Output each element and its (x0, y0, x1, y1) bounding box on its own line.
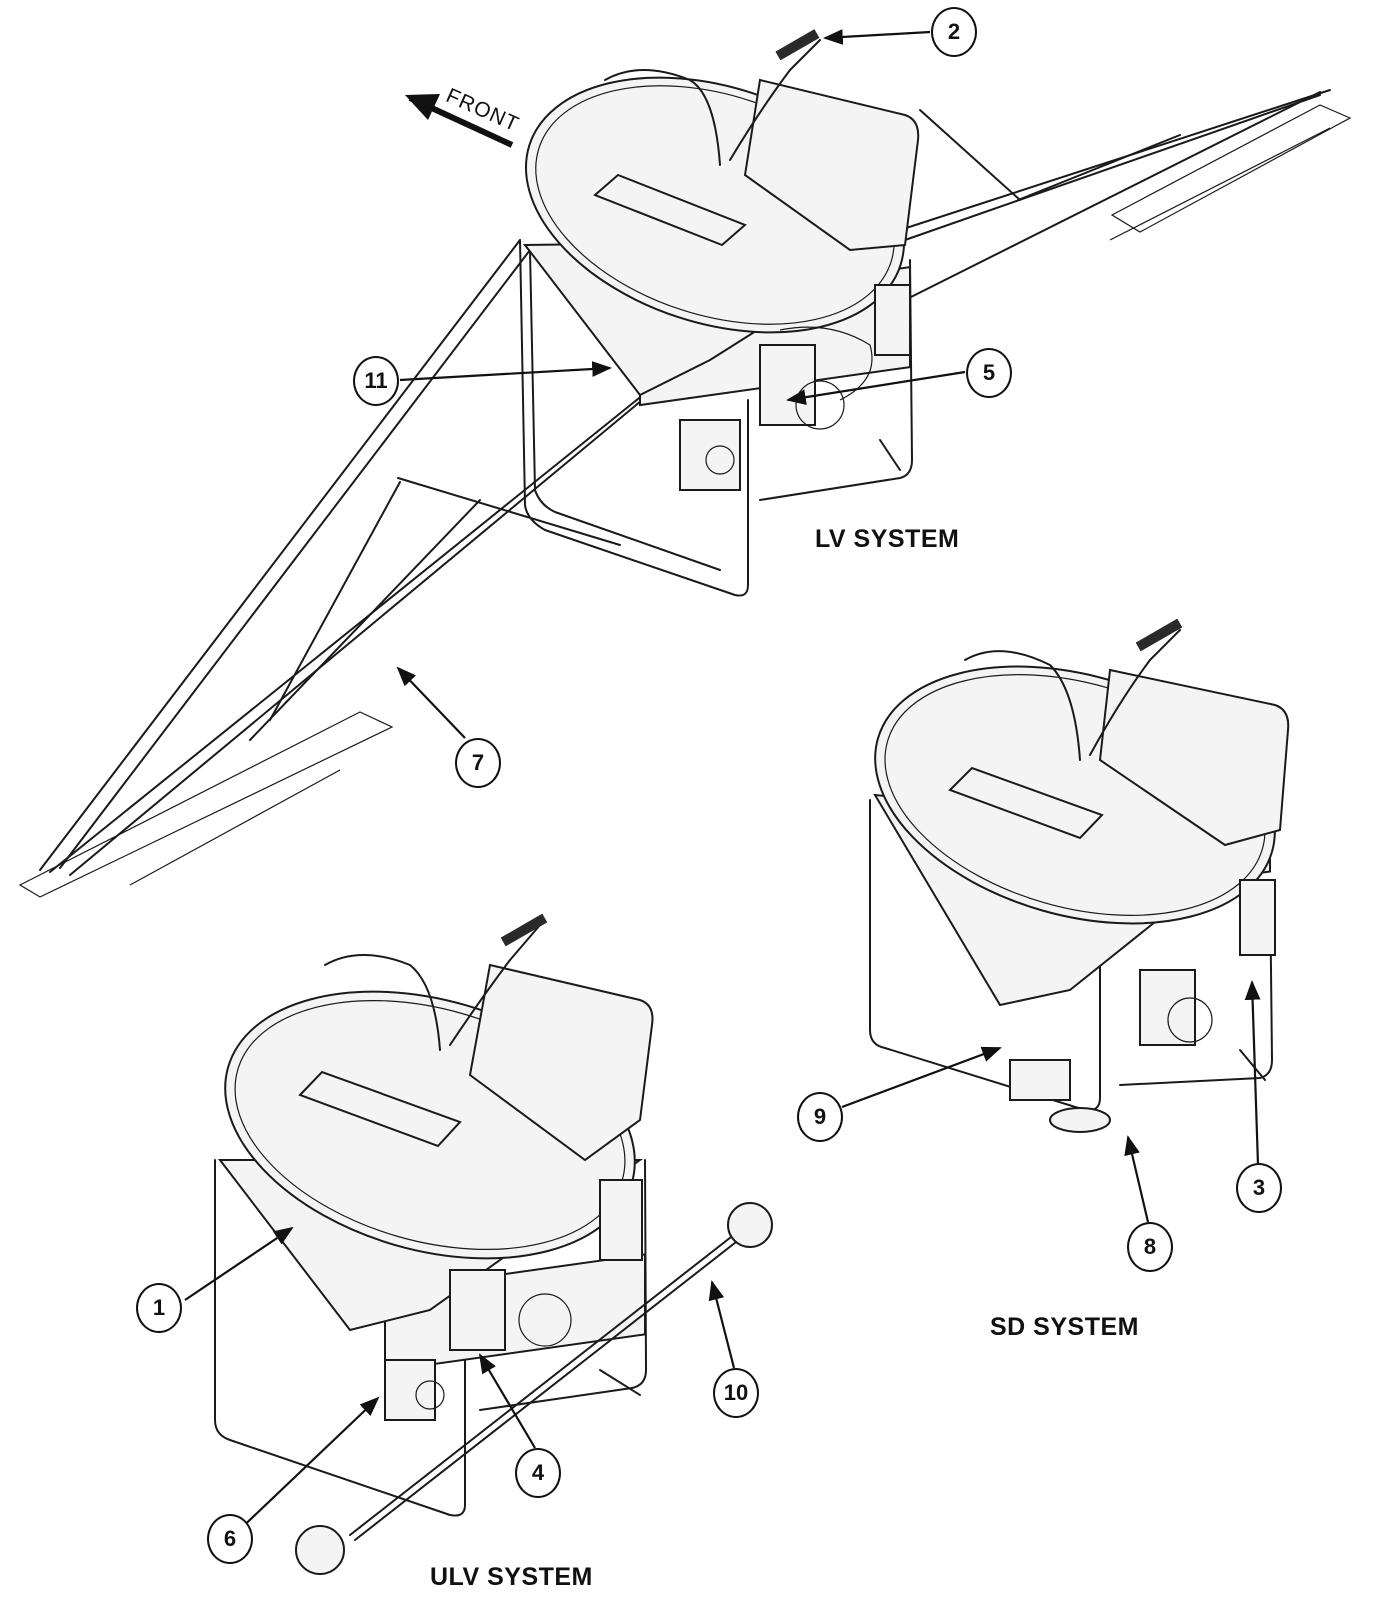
front-arrow (405, 94, 514, 148)
ulv-splash-shield (468, 963, 654, 1162)
callout-1: 1 (136, 1283, 182, 1333)
lv-splash-shield (743, 78, 920, 252)
callout-9: 9 (797, 1092, 843, 1142)
ulv-system-drawing (214, 913, 773, 1575)
callout-10: 10 (713, 1368, 759, 1418)
callout-5: 5 (966, 348, 1012, 398)
callout-4: 4 (515, 1448, 561, 1498)
ulv-nozzle-left (295, 1525, 345, 1575)
ulv-nozzle-right (727, 1202, 773, 1248)
callout-6: 6 (207, 1514, 253, 1564)
lv-boom-arms (39, 89, 1331, 886)
ulv-lid-hatch (298, 1070, 462, 1148)
lv-right-boom-plate (1110, 104, 1352, 233)
ulv-frame-left (214, 1159, 466, 1517)
ulv-nozzle-bar (349, 1229, 741, 1536)
lv-engine-cluster (679, 284, 911, 491)
sd-spreader (1009, 1059, 1071, 1101)
sd-lid-hatch (948, 766, 1104, 840)
lv-left-boom-plate (18, 711, 394, 898)
sd-frame-left (869, 799, 1101, 1112)
callout-7: 7 (455, 738, 501, 788)
lv-system-drawing (18, 29, 1352, 898)
callout-11: 11 (353, 356, 399, 406)
ulv-system-label: ULV SYSTEM (430, 1563, 593, 1591)
sd-system-label: SD SYSTEM (990, 1313, 1139, 1341)
lv-system-label: LV SYSTEM (815, 525, 960, 553)
leader-lines (184, 29, 1261, 1536)
callout-3: 3 (1236, 1163, 1282, 1213)
lv-lid-hatch (593, 173, 747, 247)
callout-8: 8 (1127, 1222, 1173, 1272)
sd-splash-shield (1098, 668, 1290, 847)
lv-hose (604, 69, 721, 166)
callout-2: 2 (931, 7, 977, 57)
sd-system-drawing (869, 618, 1290, 1133)
